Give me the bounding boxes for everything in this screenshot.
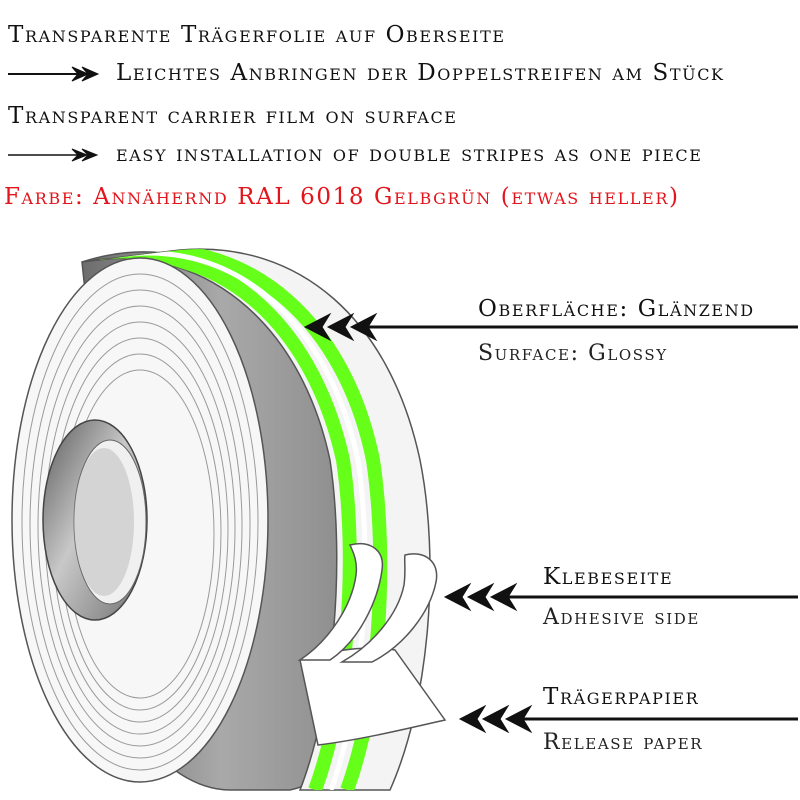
double-chevron-left-arrow-icon: [303, 312, 798, 342]
header-line-carrier-film-de: Transparente Trägerfolie auf Oberseite: [8, 22, 506, 48]
callout-adhesive-de: Klebeseite: [543, 564, 674, 590]
adhesive-curl-left: [297, 543, 384, 661]
tape-roll: [11, 248, 447, 791]
double-chevron-right-arrow-icon: [8, 148, 99, 162]
callout-adhesive-en: Adhesive side: [543, 605, 700, 630]
callout-release-en: Release paper: [543, 730, 704, 755]
double-chevron-left-arrow-icon: [443, 582, 798, 612]
double-chevron-right-arrow-icon: [8, 66, 100, 82]
color-note: Farbe: Annähernd RAL 6018 Gelbgrün (etwa…: [4, 184, 680, 210]
callout-surface-de: Oberfläche: Glänzend: [478, 296, 755, 322]
adhesive-curl-right: [339, 553, 438, 663]
callout-surface-en: Surface: Glossy: [478, 341, 668, 366]
header-line-carrier-film-en: Transparent carrier film on surface: [8, 103, 458, 129]
double-chevron-left-arrow-icon: [458, 704, 798, 734]
header-line-easy-install-de: Leichtes Anbringen der Doppelstreifen am…: [116, 60, 725, 86]
header-line-easy-install-en: easy installation of double stripes as o…: [116, 141, 703, 167]
callout-release-de: Trägerpapier: [543, 684, 700, 710]
